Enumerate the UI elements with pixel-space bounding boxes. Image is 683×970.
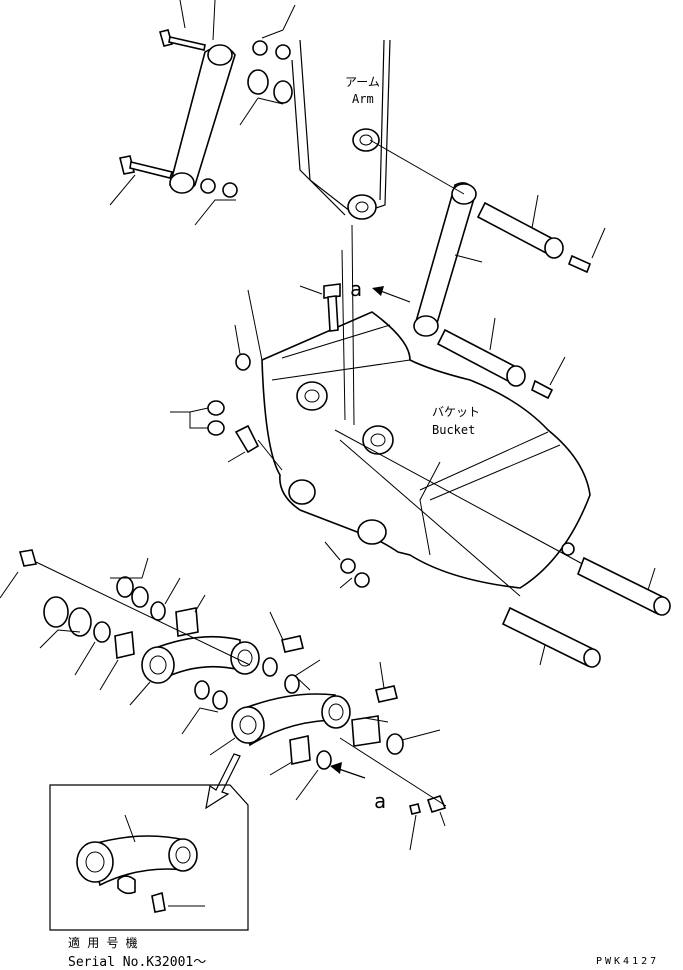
- arm-label-jp: アーム: [345, 75, 380, 89]
- arm-label-en: Arm: [352, 92, 374, 106]
- lower-bushings-washers: [0, 549, 447, 851]
- right-link-assembly: [369, 139, 606, 400]
- drawing-code: PWK4127: [596, 956, 659, 967]
- ref-a-top-arrow: [377, 289, 411, 303]
- left-bucket-hardware: [170, 324, 283, 471]
- serial-number-label: Serial No.K32001〜: [68, 955, 206, 970]
- bucket-pins: [501, 542, 671, 668]
- bucket-label-en: Bucket: [432, 423, 475, 437]
- bucket-nuts: [324, 541, 370, 589]
- lower-h-link-2: [231, 685, 398, 747]
- bucket-label-jp: バケット: [432, 405, 480, 419]
- upper-link-assembly: [109, 0, 296, 226]
- inset-variant-box: [49, 784, 249, 931]
- direction-arrow: [205, 753, 241, 810]
- ref-a-bottom: a: [374, 789, 386, 813]
- ref-a-bottom-arrow: [335, 767, 366, 779]
- lower-h-link-1: [141, 635, 304, 684]
- top-bucket-bolt: [299, 283, 341, 332]
- bucket: [247, 224, 591, 597]
- arm: [291, 39, 391, 220]
- ref-a-top: a: [350, 277, 362, 301]
- applicable-machines-label: 適 用 号 機: [68, 935, 138, 950]
